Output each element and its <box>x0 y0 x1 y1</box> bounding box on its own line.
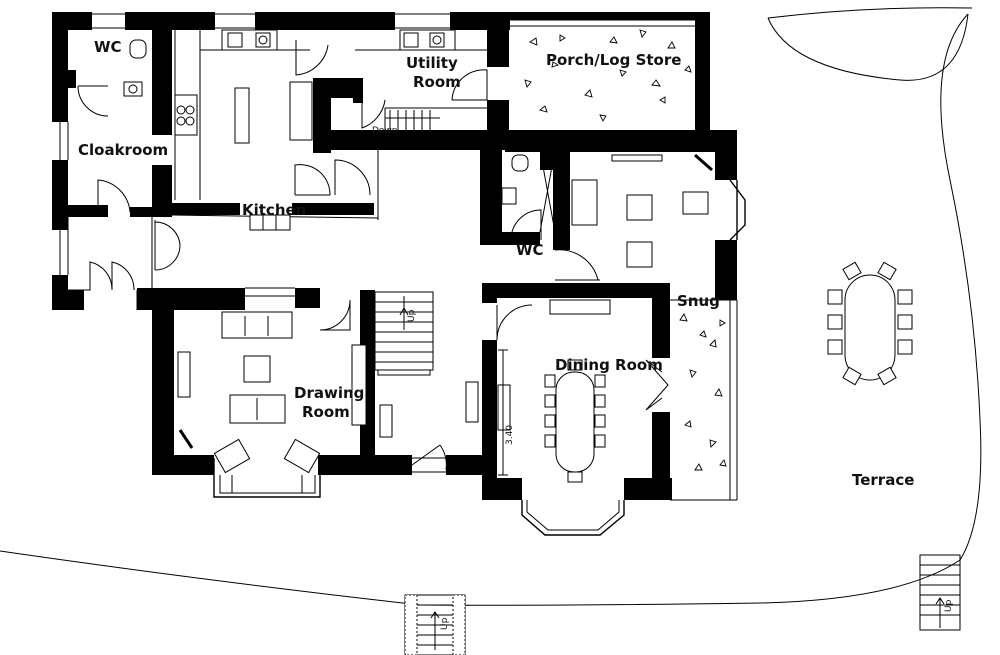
bay-window-drawing <box>213 458 321 498</box>
garden-steps-left <box>404 594 466 655</box>
kitchen-label: Kitchen <box>242 201 306 219</box>
wc-mid-label: WC <box>516 241 544 259</box>
utility-staircase <box>385 110 440 130</box>
drawing-room-label-line1: Drawing <box>294 384 364 402</box>
bay-window-snug <box>729 179 746 241</box>
cloakroom-label: Cloakroom <box>78 141 168 159</box>
drawing-room-label-line2: Room <box>302 403 350 421</box>
terrace-boundary <box>0 7 982 606</box>
snug-furniture <box>571 153 713 268</box>
drawing-room-furniture <box>177 311 367 474</box>
hallway-furniture <box>379 381 479 438</box>
porch-floor-pattern <box>524 29 692 122</box>
main-staircase <box>374 291 434 376</box>
stair-down-label: Down <box>372 126 398 136</box>
room-labels: WC Cloakroom Kitchen Utility Room Porch/… <box>78 38 914 489</box>
garden-edge-top <box>767 13 969 81</box>
utility-room-label-line2: Room <box>413 73 461 91</box>
dining-room-label: Dining Room <box>555 356 663 374</box>
bay-window-dining <box>521 500 625 536</box>
utility-room-label-line1: Utility <box>406 54 458 72</box>
kitchen-fixtures <box>174 29 456 231</box>
snug-label: Snug <box>677 292 720 310</box>
terrace-label: Terrace <box>852 471 914 489</box>
wc-top-label: WC <box>94 38 122 56</box>
stair-up-label: Up <box>407 309 417 322</box>
porch-log-store-label: Porch/Log Store <box>546 51 681 69</box>
garden-steps-right <box>919 554 961 631</box>
doors <box>68 40 669 471</box>
snug-floor-pattern <box>679 313 727 471</box>
wc-fixtures <box>123 39 556 233</box>
dining-dimension-label: 3.40 <box>505 425 515 445</box>
dining-room-furniture <box>497 299 611 483</box>
interior-lines <box>59 13 738 501</box>
walls <box>52 12 737 500</box>
annotations: 3.40 Up Down Up Up <box>372 126 954 630</box>
steps-left-up-label: Up <box>440 617 450 630</box>
steps-right-up-label: Up <box>944 599 954 612</box>
terrace-table <box>827 261 913 386</box>
